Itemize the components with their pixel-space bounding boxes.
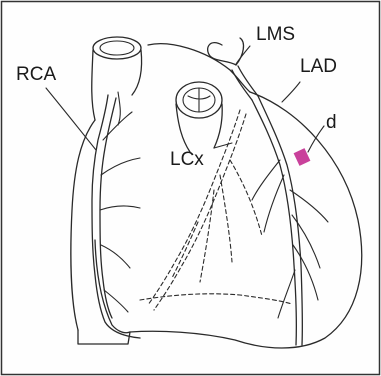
rca-vessel [92, 92, 140, 338]
stenosis-marker [294, 148, 311, 166]
label-d: d [326, 112, 337, 133]
lad-vessel [232, 66, 328, 345]
label-rca: RCA [16, 64, 56, 85]
aorta [92, 37, 142, 120]
label-lad: LAD [300, 56, 337, 77]
lcx-vessel [140, 110, 292, 310]
label-lms: LMS [256, 24, 295, 45]
pulmonary-trunk [176, 82, 222, 152]
leader-lines [46, 46, 324, 152]
heart-outline [71, 44, 362, 348]
label-lcx: LCx [170, 149, 204, 170]
